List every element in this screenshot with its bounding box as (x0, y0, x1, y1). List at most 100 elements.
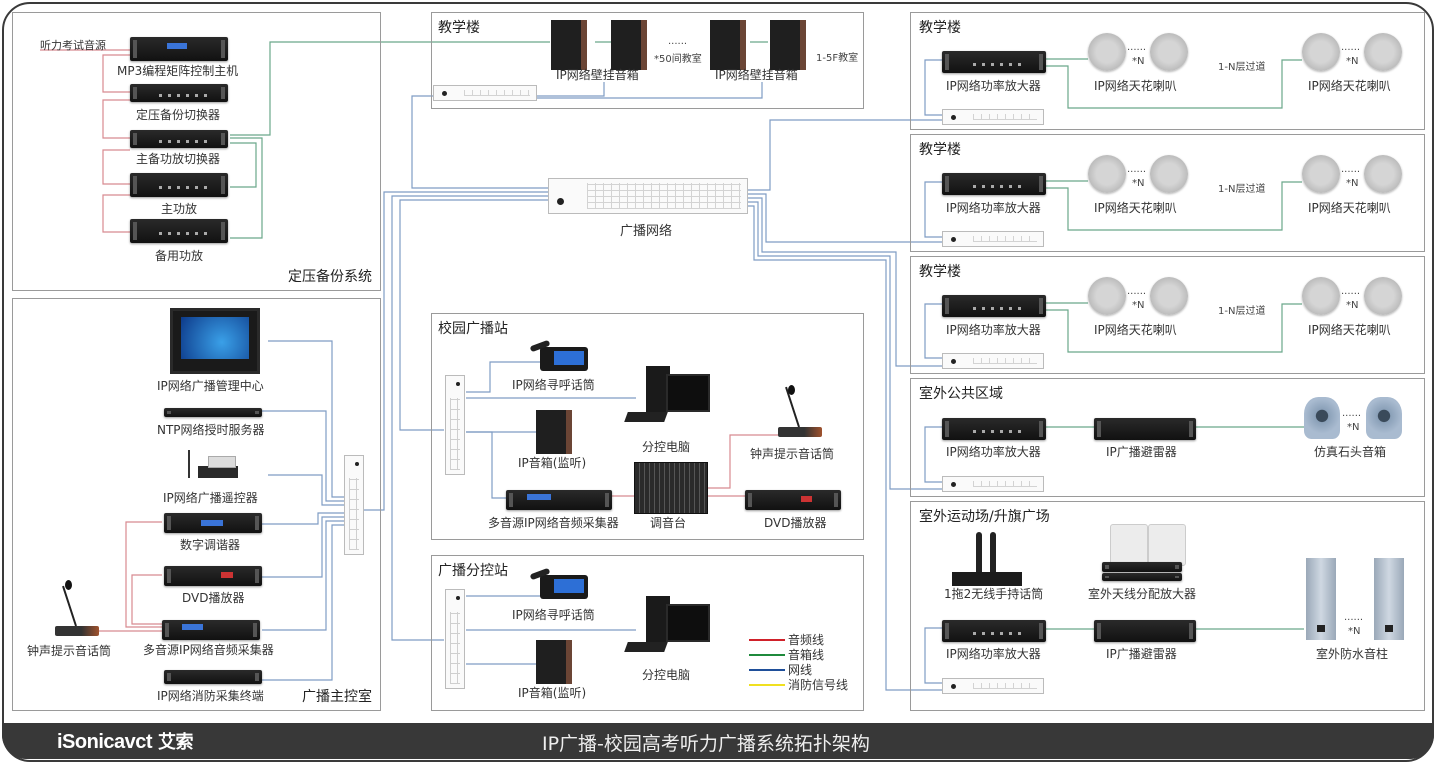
dots-label: ...... (1341, 164, 1361, 175)
ceiling-speaker-icon (1364, 277, 1402, 315)
count-n-label: *N (1132, 300, 1145, 311)
control-room-title: 广播主控室 (302, 689, 372, 705)
backup-amp-device (130, 219, 228, 243)
control-room-panel: 广播主控室 (12, 298, 381, 711)
arrester-label: IP广播避雷器 (1106, 445, 1177, 459)
wall-speaker-label: IP网络壁挂音箱 (715, 68, 798, 82)
brand-logo-cn: 艾索 (158, 732, 194, 752)
control-device-label: IP网络广播管理中心 (157, 379, 264, 393)
ceiling-speaker-label: IP网络天花喇叭 (1308, 79, 1391, 93)
paging-mic-device (529, 339, 588, 371)
sub-paging-label: IP网络寻呼话筒 (512, 608, 595, 622)
ceiling-speaker-icon (1302, 33, 1340, 71)
control-chime-mic-label: 钟声提示音话筒 (27, 644, 112, 658)
campus-station-switch (445, 375, 465, 475)
sports-amp-label: IP网络功率放大器 (946, 647, 1041, 661)
voltage-backup-switcher-device (130, 84, 228, 102)
ceiling-speaker-icon (1150, 33, 1188, 71)
zone-amp-device (942, 51, 1046, 73)
sub-station-title: 广播分控站 (438, 563, 508, 579)
legend-label: 网线 (788, 663, 813, 677)
ceiling-speaker-icon (1088, 155, 1126, 193)
count-n-label: *N (1346, 300, 1359, 311)
wireless-mic-device (952, 530, 1022, 586)
count-n-label: *N (1132, 178, 1145, 189)
dots-label: ...... (1341, 286, 1361, 297)
control-device-label: IP网络广播遥控器 (163, 491, 258, 505)
main-backup-amp-switcher-device (130, 130, 228, 148)
corridor-label: 1-N层过道 (1218, 62, 1266, 73)
antenna-amp-label: 室外天线分配放大器 (1088, 587, 1197, 601)
legend-label: 消防信号线 (788, 678, 849, 692)
campus-dvd-device (745, 490, 841, 510)
antenna-amp-device (1102, 562, 1182, 572)
campus-dvd-label: DVD播放器 (764, 516, 827, 530)
monitor-speaker-icon (536, 410, 572, 454)
sports-field-panel: 室外运动场/升旗广场 (910, 501, 1425, 711)
ntp-server-device (164, 408, 262, 417)
sub-control-pc-device (624, 366, 710, 426)
ceiling-speaker-icon (1150, 155, 1188, 193)
column-speaker-label: 室外防水音柱 (1316, 647, 1389, 661)
campus-paging-label: IP网络寻呼话筒 (512, 378, 595, 392)
wall-speaker-icon (710, 20, 746, 70)
zone-switch (942, 353, 1044, 369)
dots-label: ...... (1342, 408, 1362, 419)
remote-controller-device (184, 450, 240, 482)
dvd-player-device (164, 566, 262, 586)
count-n-label: *N (1347, 422, 1360, 433)
backup-device-label: 定压备份切换器 (136, 108, 221, 122)
antenna-splitter-device (1102, 573, 1182, 581)
floor-note: 1-5F教室 (816, 53, 859, 64)
ceiling-speaker-icon (1088, 33, 1126, 71)
campus-pc-label: 分控电脑 (642, 440, 691, 454)
zone-title: 教学楼 (919, 264, 961, 280)
wall-speaker-icon (770, 20, 806, 70)
backup-system-panel: 定压备份系统 (12, 12, 381, 291)
ceiling-speaker-label: IP网络天花喇叭 (1308, 323, 1391, 337)
backup-device-label: 主功放 (161, 202, 198, 216)
control-device-label: 多音源IP网络音频采集器 (143, 643, 274, 657)
rock-speaker-icon (1304, 397, 1340, 439)
count-n-label: *N (1348, 626, 1361, 637)
legend-network-line (749, 669, 785, 671)
ceiling-speaker-icon (1150, 277, 1188, 315)
ceiling-speaker-icon (1302, 155, 1340, 193)
mixer-label: 调音台 (650, 516, 687, 530)
dots-label: ...... (1127, 42, 1147, 53)
brand-logo-text: iSonicavct (57, 731, 153, 753)
chime-mic-icon (778, 385, 822, 437)
ceiling-speaker-icon (1364, 155, 1402, 193)
sub-monitor-speaker-icon (536, 640, 572, 684)
dots-label: ...... (1127, 164, 1147, 175)
teaching-zone-panel: 教学楼 (910, 256, 1425, 374)
dots-label: ...... (1127, 286, 1147, 297)
sports-field-title: 室外运动场/升旗广场 (919, 509, 1050, 525)
campus-collector-device (506, 490, 612, 510)
rock-speaker-icon (1366, 397, 1402, 439)
campus-collector-label: 多音源IP网络音频采集器 (488, 516, 619, 530)
zone-amp-device (942, 295, 1046, 317)
core-network-switch (548, 178, 748, 214)
teaching-zone-panel: 教学楼 (910, 12, 1425, 130)
backup-system-title: 定压备份系统 (288, 269, 372, 285)
campus-monitor-label: IP音箱(监听) (518, 456, 587, 470)
legend-fire-line (749, 684, 785, 686)
column-speaker-icon (1374, 558, 1404, 640)
antenna-icon (1110, 524, 1148, 566)
backup-device-label: 主备功放切换器 (136, 152, 221, 166)
digital-tuner-device (164, 513, 262, 533)
zone-amp-label: IP网络功率放大器 (946, 201, 1041, 215)
wall-speaker-icon (611, 20, 647, 70)
wireless-mic-label: 1拖2无线手持话筒 (944, 587, 1044, 601)
control-room-switch (344, 455, 364, 555)
sub-paging-mic-device (529, 567, 588, 599)
zone-amp-label: IP网络功率放大器 (946, 79, 1041, 93)
sub-pc-label: 分控电脑 (642, 668, 691, 682)
sub-pc-device (624, 596, 710, 656)
wall-speaker-label: IP网络壁挂音箱 (556, 68, 639, 82)
sub-station-switch (445, 589, 465, 689)
campus-chime-label: 钟声提示音话筒 (750, 447, 835, 461)
